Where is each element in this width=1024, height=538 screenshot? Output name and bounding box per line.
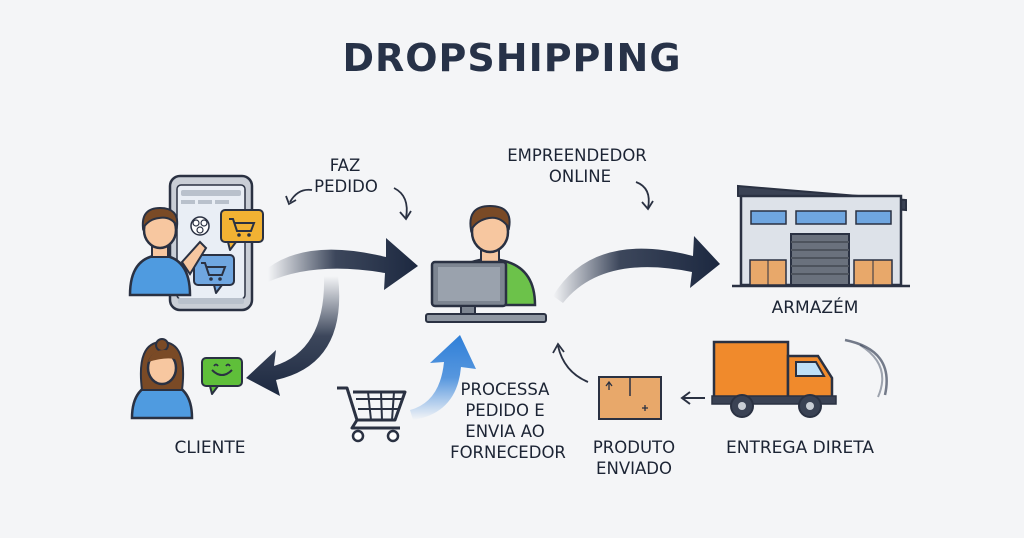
box-icon — [598, 376, 662, 420]
happy-bubble-icon — [201, 357, 243, 395]
computer-icon — [425, 260, 547, 323]
arrow-entrepreneur-to-warehouse — [553, 236, 720, 303]
label-processa: PROCESSA — [460, 380, 550, 399]
label-envia-ao: ENVIA AO — [465, 422, 545, 441]
arrow-empreendedor-head — [641, 200, 654, 211]
truck-icon — [680, 338, 888, 418]
arrow-faz-pedido-left — [289, 188, 313, 203]
arrow-to-customer — [246, 276, 340, 396]
label-produto: PRODUTO — [592, 438, 676, 457]
arrow-produto-up — [557, 345, 589, 383]
customer-woman-icon — [130, 338, 194, 420]
warehouse-icon — [732, 184, 910, 288]
cart-bubble-icon — [193, 254, 235, 294]
label-pedido-e: PEDIDO E — [465, 401, 545, 420]
arrow-produto-up-head — [552, 342, 565, 354]
arrow-faz-pedido-left-head — [285, 195, 297, 206]
cart-icon — [337, 386, 407, 443]
label-entrega-direta: ENTREGA DIRETA — [726, 438, 874, 458]
label-enviado: ENVIADO — [596, 459, 672, 478]
customer-icon — [128, 206, 208, 297]
label-armazem: ARMAZÉM — [771, 298, 859, 318]
label-online: ONLINE — [548, 167, 612, 186]
speech-bubble-icon — [220, 209, 264, 251]
arrow-truck-to-box-head — [680, 391, 691, 405]
label-empreendedor: EMPREENDEDOR — [507, 146, 647, 165]
label-faz: FAZ — [329, 156, 361, 175]
arrow-cart-to-entrepreneur — [410, 335, 476, 420]
arrow-faz-pedido-right-head — [399, 210, 412, 221]
label-cliente: CLIENTE — [174, 438, 246, 458]
diagram-title: DROPSHIPPING — [342, 36, 682, 80]
label-fornecedor: FORNECEDOR — [450, 443, 566, 462]
label-pedido: PEDIDO — [314, 177, 378, 196]
arrow-faz-pedido-right — [393, 187, 408, 219]
arrow-empreendedor — [635, 181, 650, 209]
arrow-customer-to-entrepreneur — [268, 238, 418, 290]
